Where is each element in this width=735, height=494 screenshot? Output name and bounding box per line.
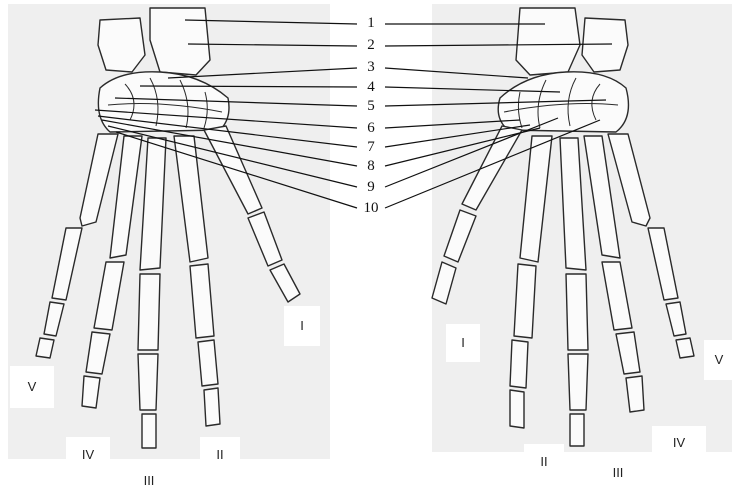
right-phalanx-II-middle [510, 340, 528, 388]
left-finger-II: II [200, 437, 240, 473]
right-metacarpal-I [462, 126, 522, 210]
left-phalanx-II-proximal [190, 264, 214, 338]
left-metacarpal-V [80, 134, 118, 226]
left-finger-V: V [10, 366, 54, 408]
right-phalanx-V-middle [666, 302, 686, 336]
right-phalanx-I-proximal [444, 210, 476, 262]
left-finger-III: III [124, 470, 174, 492]
label-3: 3 [359, 59, 383, 76]
left-phalanx-I-distal [270, 264, 300, 302]
label-5: 5 [359, 98, 383, 115]
right-phalanx-III-middle [568, 354, 588, 410]
left-phalanx-V-middle [44, 302, 64, 336]
right-phalanx-V-proximal [648, 228, 678, 300]
left-ulna [98, 18, 145, 72]
left-metacarpal-II [174, 136, 208, 262]
right-metacarpal-III [560, 138, 586, 270]
left-phalanx-III-proximal [138, 274, 160, 350]
right-finger-I: I [446, 324, 480, 362]
right-phalanx-III-distal [570, 414, 584, 446]
right-radius [516, 8, 580, 75]
right-phalanx-IV-distal [626, 376, 644, 412]
label-1: 1 [359, 15, 383, 32]
left-phalanx-V-distal [36, 338, 54, 358]
left-finger-IV: IV [66, 437, 110, 473]
right-phalanx-IV-middle [616, 332, 640, 374]
leader-line-right-8 [385, 128, 540, 166]
left-metacarpal-IV [110, 136, 142, 258]
left-metacarpal-III [140, 138, 166, 270]
left-finger-I: I [284, 306, 320, 346]
left-metacarpal-I [204, 126, 262, 214]
leader-line-left-2 [188, 44, 357, 46]
label-2: 2 [359, 37, 383, 54]
leader-line-right-6 [385, 120, 520, 128]
right-metacarpal-II [520, 136, 552, 262]
right-phalanx-V-distal [676, 338, 694, 358]
right-phalanx-III-proximal [566, 274, 588, 350]
right-phalanx-II-proximal [514, 264, 536, 338]
left-radius [150, 8, 210, 75]
right-phalanx-IV-proximal [602, 262, 632, 330]
left-phalanx-II-middle [198, 340, 218, 386]
right-phalanx-I-distal [432, 262, 456, 304]
right-finger-III: III [596, 456, 640, 490]
right-finger-II: II [524, 444, 564, 480]
leader-line-right-3 [385, 68, 528, 78]
label-4: 4 [359, 79, 383, 96]
left-phalanx-III-middle [138, 354, 158, 410]
left-phalanx-I-proximal [248, 212, 282, 266]
left-phalanx-IV-middle [86, 332, 110, 374]
right-ulna [582, 18, 628, 72]
right-phalanx-II-distal [510, 390, 524, 428]
leader-line-left-1 [185, 20, 357, 24]
left-hand-bones [36, 8, 300, 448]
label-6: 6 [359, 120, 383, 137]
left-phalanx-IV-proximal [94, 262, 124, 330]
label-7: 7 [359, 139, 383, 156]
left-phalanx-III-distal [142, 414, 156, 448]
left-phalanx-V-proximal [52, 228, 82, 300]
label-9: 9 [359, 179, 383, 196]
right-metacarpal-V [608, 134, 650, 226]
right-finger-IV: IV [652, 426, 706, 460]
label-10: 10 [359, 200, 383, 217]
left-phalanx-II-distal [204, 388, 220, 426]
right-finger-V: V [704, 340, 734, 380]
left-phalanx-IV-distal [82, 376, 100, 408]
label-8: 8 [359, 158, 383, 175]
